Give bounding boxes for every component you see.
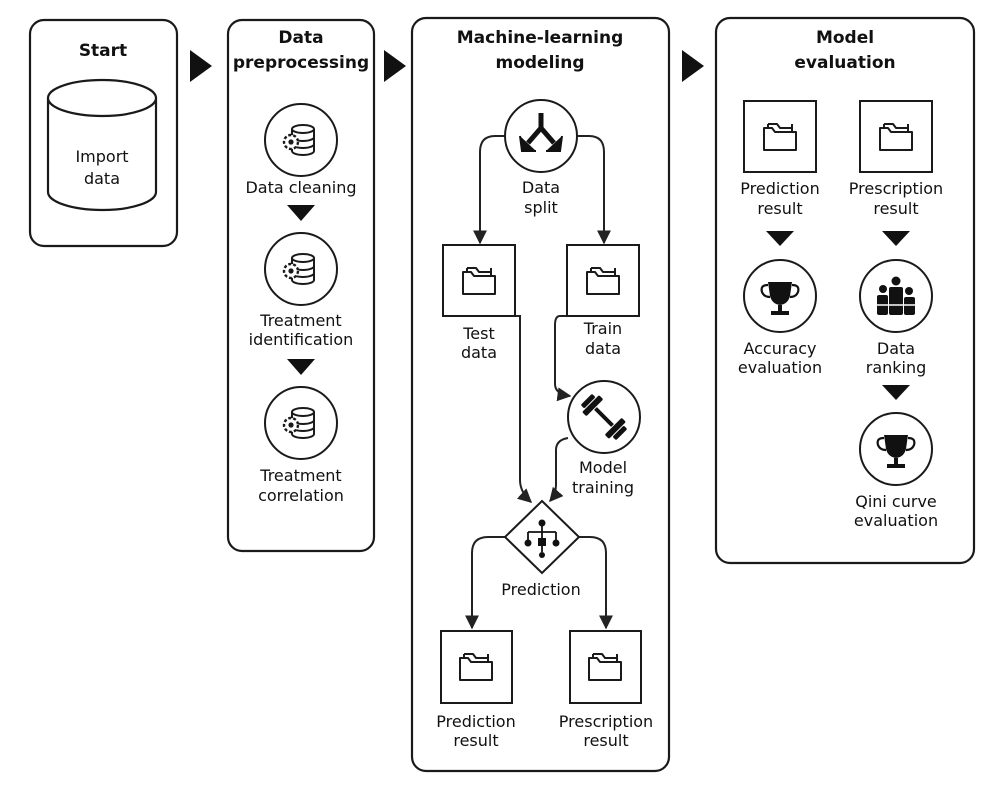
flow-arrow-icon: [384, 50, 406, 82]
data-cleaning-node: [264, 103, 338, 177]
preprocessing-title-line1: Data: [278, 28, 323, 48]
model-training-node: [567, 380, 641, 454]
train-data-node: [566, 244, 640, 317]
modeling-prescription-result-label-line2: result: [583, 731, 628, 750]
evaluation-prediction-result-node: [743, 100, 817, 173]
import-data-label-line1: Import: [75, 147, 128, 166]
data-ranking-label-line2: ranking: [866, 358, 927, 377]
treatment-correlation-label-line1: Treatment: [259, 466, 341, 485]
data-ranking-label-line1: Data: [877, 339, 915, 358]
evaluation-title-line2: evaluation: [794, 53, 895, 73]
modeling-prediction-result-label-line1: Prediction: [436, 712, 515, 731]
evaluation-prescription-result-label-line1: Prescription: [849, 179, 943, 198]
down-arrow-icon: [287, 359, 315, 375]
model-training-label-line1: Model: [579, 458, 627, 477]
accuracy-evaluation-label-line2: evaluation: [738, 358, 822, 377]
test-data-node: [442, 244, 516, 317]
treatment-identification-node: [264, 232, 338, 306]
prediction-node: [503, 499, 581, 575]
modeling-title-line2: modeling: [495, 53, 584, 73]
train-data-label-line2: data: [585, 339, 621, 358]
dumbbell-icon: [581, 394, 627, 440]
down-arrow-icon: [287, 205, 315, 221]
treatment-identification-label-line2: identification: [249, 330, 354, 349]
treatment-identification-label-line1: Treatment: [259, 311, 341, 330]
preprocessing-title-line2: preprocessing: [233, 53, 369, 73]
modeling-title-line1: Machine-learning: [457, 28, 624, 48]
train-data-label-line1: Train: [583, 319, 622, 338]
data-split-node: [504, 99, 578, 173]
down-arrow-icon: [882, 231, 910, 246]
evaluation-prediction-result-label-line2: result: [757, 199, 802, 218]
evaluation-title-line1: Model: [816, 28, 874, 48]
modeling-prediction-result-label-line2: result: [453, 731, 498, 750]
evaluation-prescription-result-label-line2: result: [873, 199, 918, 218]
flow-arrow-icon: [682, 50, 704, 82]
model-training-label-line2: training: [572, 478, 634, 497]
treatment-correlation-label-line2: correlation: [258, 486, 344, 505]
prediction-label: Prediction: [501, 580, 580, 599]
decision-tree-icon: [524, 519, 560, 558]
down-arrow-icon: [882, 385, 910, 400]
preprocessing-panel: Data preprocessing Data cleaning Treatme…: [226, 18, 376, 553]
evaluation-prediction-result-label-line1: Prediction: [740, 179, 819, 198]
treatment-correlation-node: [264, 386, 338, 460]
trophy-icon: [760, 282, 800, 315]
modeling-connectors: [465, 135, 613, 630]
ranking-people-icon: [877, 276, 915, 315]
down-arrow-icon: [766, 231, 794, 246]
trophy-icon: [876, 435, 916, 468]
import-data-cylinder: [46, 78, 158, 212]
data-split-label-line1: Data: [522, 178, 560, 197]
test-data-label-line2: data: [461, 343, 497, 362]
evaluation-panel: Model evaluation Prediction result Accur…: [714, 16, 976, 565]
evaluation-prescription-result-node: [859, 100, 933, 173]
start-title: Start: [79, 41, 127, 61]
qini-curve-evaluation-node: [859, 412, 933, 486]
test-data-label-line1: Test: [462, 324, 495, 343]
modeling-prescription-result-node: [569, 630, 642, 704]
modeling-panel: Machine-learning modeling Data split: [410, 16, 671, 773]
qini-curve-evaluation-label-line1: Qini curve: [855, 492, 937, 511]
accuracy-evaluation-node: [743, 259, 817, 333]
accuracy-evaluation-label-line1: Accuracy: [743, 339, 816, 358]
start-panel: Start Import data: [28, 18, 179, 248]
data-split-label-line2: split: [524, 198, 558, 217]
flow-arrow-icon: [190, 50, 212, 82]
modeling-prediction-result-node: [440, 630, 513, 704]
qini-curve-evaluation-label-line2: evaluation: [854, 511, 938, 530]
data-cleaning-label: Data cleaning: [245, 178, 356, 197]
data-ranking-node: [859, 259, 933, 333]
import-data-label-line2: data: [84, 169, 120, 188]
panel-arrows: [190, 50, 704, 82]
split-arrows-icon: [519, 113, 563, 152]
modeling-prescription-result-label-line1: Prescription: [559, 712, 653, 731]
